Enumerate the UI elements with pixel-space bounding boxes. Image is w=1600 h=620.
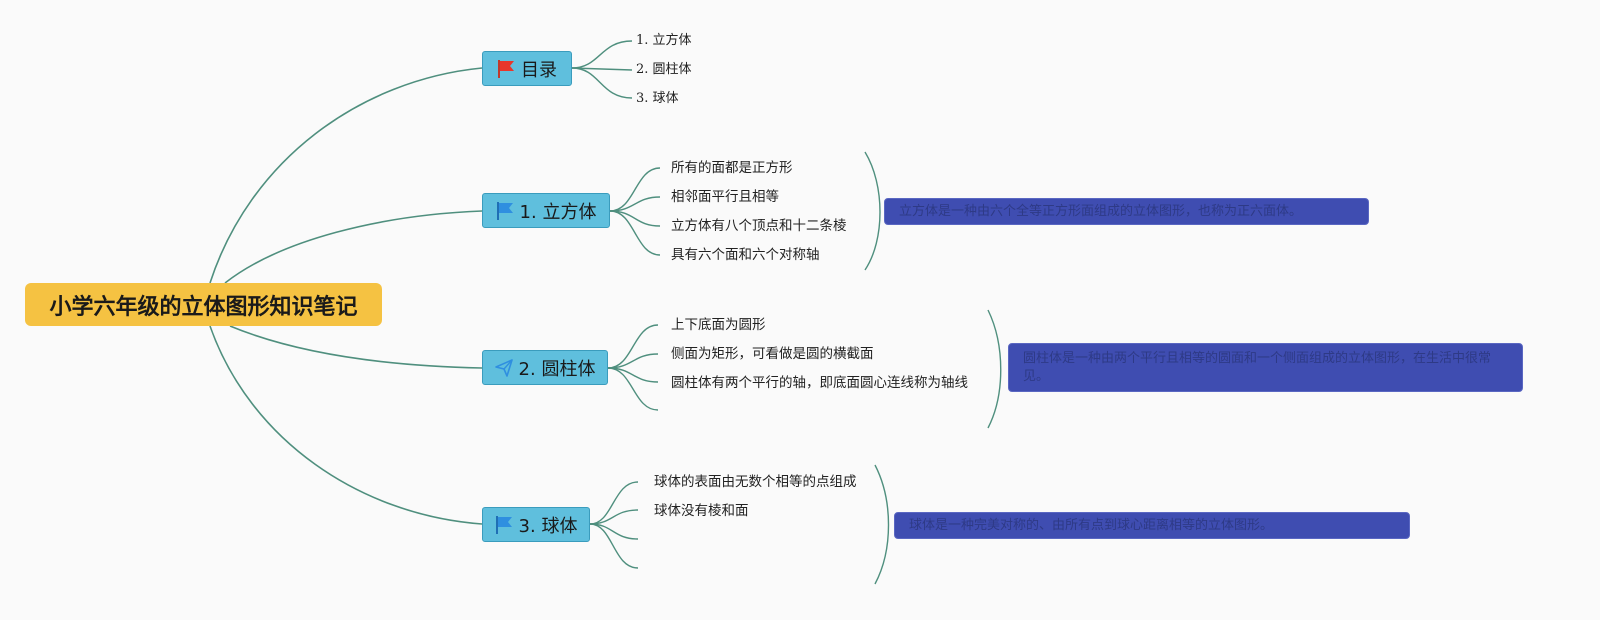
sphere-item-2[interactable]: 球体没有棱和面 <box>654 503 749 519</box>
connector-cyl-1 <box>607 324 659 369</box>
topic-toc-label: 目录 <box>521 59 557 81</box>
connector-cube-1 <box>609 167 661 212</box>
topic-cylinder[interactable]: 2. 圆柱体 <box>482 350 608 385</box>
topic-cylinder-label: 2. 圆柱体 <box>518 358 596 380</box>
toc-item-1[interactable]: 1. 立方体 <box>636 33 692 48</box>
connector-cube-bracket <box>864 151 881 271</box>
sphere-item-1[interactable]: 球体的表面由无数个相等的点组成 <box>654 474 857 490</box>
connector-root-cylinder <box>229 325 483 369</box>
toc-item-2[interactable]: 2. 圆柱体 <box>636 62 692 77</box>
cube-item-1[interactable]: 所有的面都是正方形 <box>671 160 793 176</box>
connector-cyl-4 <box>607 367 659 411</box>
cube-item-4[interactable]: 具有六个面和六个对称轴 <box>671 247 820 263</box>
topic-toc[interactable]: 目录 <box>482 51 572 86</box>
cylinder-item-3[interactable]: 圆柱体有两个平行的轴，即底面圆心连线称为轴线 <box>671 375 968 391</box>
connector-cyl-bracket <box>987 309 1002 429</box>
cube-note-text: 立方体是一种由六个全等正方形面组成的立体图形，也称为正六面体。 <box>899 204 1303 219</box>
toc-item-3[interactable]: 3. 球体 <box>636 91 679 106</box>
connector-sph-bracket <box>874 464 890 585</box>
connector-sph-4 <box>589 523 639 569</box>
blue-flag-icon <box>496 201 514 221</box>
cylinder-note[interactable]: 圆柱体是一种由两个平行且相等的圆面和一个侧面组成的立体图形，在生活中很常见。 <box>1008 343 1523 392</box>
connector-sph-1 <box>589 481 639 525</box>
connector-toc-3 <box>571 67 633 99</box>
root-title: 小学六年级的立体图形知识笔记 <box>49 294 358 320</box>
connector-cube-4 <box>609 210 661 256</box>
blue-flag-icon <box>495 515 513 535</box>
cube-item-3[interactable]: 立方体有八个顶点和十二条棱 <box>671 218 847 234</box>
cube-note[interactable]: 立方体是一种由六个全等正方形面组成的立体图形，也称为正六面体。 <box>884 198 1369 225</box>
red-flag-icon <box>497 59 515 79</box>
connector-root-cube <box>224 210 483 284</box>
cylinder-item-2[interactable]: 侧面为矩形，可看做是圆的横截面 <box>671 346 874 362</box>
cylinder-note-text: 圆柱体是一种由两个平行且相等的圆面和一个侧面组成的立体图形，在生活中很常见。 <box>1023 351 1492 384</box>
connector-toc-2 <box>571 67 633 71</box>
root-topic[interactable]: 小学六年级的立体图形知识笔记 <box>25 283 382 326</box>
connector-root-sphere <box>209 325 483 525</box>
cube-item-2[interactable]: 相邻面平行且相等 <box>671 189 779 205</box>
sphere-note-text: 球体是一种完美对称的、由所有点到球心距离相等的立体图形。 <box>909 518 1274 533</box>
topic-cube-label: 1. 立方体 <box>519 201 597 223</box>
connector-root-toc <box>209 67 483 284</box>
topic-sphere-label: 3. 球体 <box>518 515 578 537</box>
connector-toc-1 <box>571 40 633 69</box>
topic-sphere[interactable]: 3. 球体 <box>482 507 590 542</box>
sphere-note[interactable]: 球体是一种完美对称的、由所有点到球心距离相等的立体图形。 <box>894 512 1410 539</box>
topic-cube[interactable]: 1. 立方体 <box>482 193 610 228</box>
paper-plane-icon <box>494 358 513 377</box>
cylinder-item-1[interactable]: 上下底面为圆形 <box>671 317 766 333</box>
